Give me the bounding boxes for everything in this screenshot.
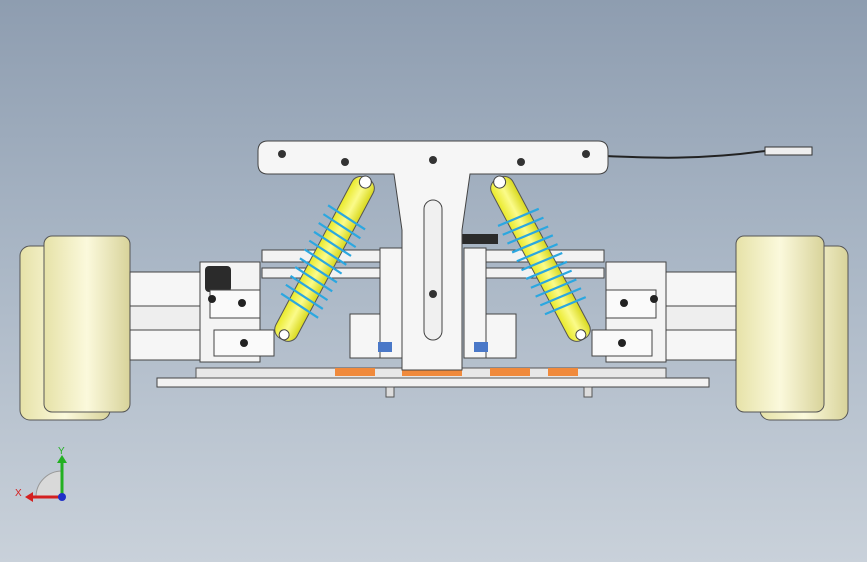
suspension-arm-left[interactable] [129, 247, 403, 363]
axis-triad: Y X [15, 446, 67, 502]
suspension-arm-right[interactable] [462, 234, 737, 363]
y-axis-label: Y [58, 446, 65, 457]
wheel-left[interactable] [19, 235, 131, 421]
wheel-right[interactable] [735, 235, 849, 421]
x-axis-label: X [15, 488, 22, 499]
sensor-cable [604, 146, 813, 159]
chassis-plate[interactable] [156, 367, 710, 398]
z-axis-dot [58, 493, 66, 501]
shock-tower[interactable] [257, 140, 609, 371]
shock-absorber-right[interactable] [477, 166, 602, 349]
shock-absorber-left[interactable] [262, 166, 387, 349]
